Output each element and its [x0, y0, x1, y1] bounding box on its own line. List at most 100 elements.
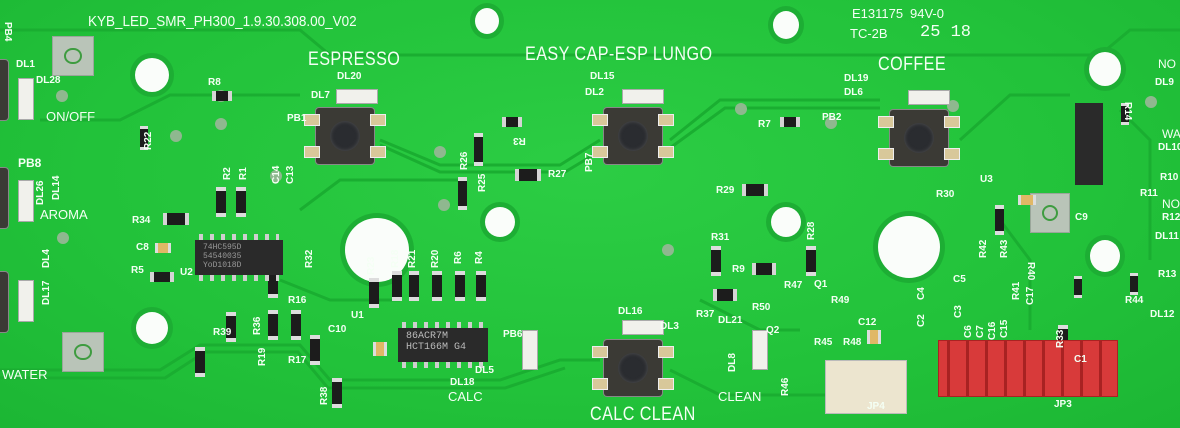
led-dl1: [18, 78, 34, 120]
ref-dl5: DL5: [475, 365, 494, 376]
ref-u3: U3: [980, 174, 993, 185]
capacitor-c12: [867, 330, 881, 344]
ref-r33: R33: [1055, 329, 1066, 348]
ref-q1: Q1: [814, 279, 828, 290]
push-button-water[interactable]: [0, 272, 8, 332]
resistor-r7: [780, 117, 800, 127]
led-dl7: [336, 89, 378, 104]
led-dl3: [622, 320, 664, 335]
ref-r45: R45: [814, 337, 833, 348]
ref-dl14: DL14: [51, 175, 62, 200]
ref-r43: R43: [999, 239, 1010, 258]
resistor-r21: [409, 271, 419, 301]
resistor-r4: [476, 271, 486, 301]
resistor-r16: [291, 310, 301, 340]
resistor-r29: [742, 184, 768, 196]
connector-jp3[interactable]: [938, 340, 1118, 397]
ref-r47: R47: [784, 280, 803, 291]
connector-jp4[interactable]: [825, 360, 907, 414]
push-button-pb8[interactable]: [0, 168, 8, 228]
resistor-r17: [310, 335, 320, 365]
push-button-pb4[interactable]: [0, 60, 8, 120]
led-dl8: [752, 330, 768, 370]
led-dl26: [18, 180, 34, 222]
ref-r40: R40: [1025, 262, 1036, 281]
via: [57, 232, 69, 244]
ref-r50: R50: [752, 302, 771, 313]
ref-r25: R25: [477, 173, 488, 192]
label-espresso: ESPRESSO: [308, 49, 401, 70]
via: [270, 170, 282, 182]
ref-r49: R49: [831, 295, 850, 306]
ref-dl11: DL11: [1155, 231, 1179, 242]
push-button-pb7[interactable]: [592, 108, 674, 164]
ref-dl3: DL3: [660, 321, 679, 332]
mounting-hole: [773, 11, 799, 39]
ref-r32: R32: [304, 249, 315, 268]
ref-c7: C7: [975, 325, 986, 338]
ref-r6: R6: [453, 251, 464, 264]
test-pad: [1030, 193, 1070, 233]
mounting-hole: [1089, 52, 1121, 86]
ref-c4: C4: [916, 287, 927, 300]
ref-r23: R23: [366, 256, 377, 275]
ref-c12: C12: [858, 317, 877, 328]
led-dl5: [522, 330, 538, 370]
resistor-r18: [392, 271, 402, 301]
label-coffee: COFFEE: [878, 54, 947, 75]
resistor-r25: [458, 177, 467, 210]
ref-r14: R14: [1122, 102, 1133, 121]
ref-r9: R9: [732, 264, 745, 275]
via: [1145, 96, 1157, 108]
test-pad: [52, 36, 94, 76]
push-button-pb2[interactable]: [878, 110, 960, 166]
chip-marking: 54540035: [203, 252, 242, 261]
mounting-hole: [485, 207, 515, 237]
ref-dl8: DL8: [727, 353, 738, 372]
ref-r7: R7: [758, 119, 771, 130]
resistor-r36: [268, 310, 278, 340]
ref-dl28: DL28: [36, 75, 61, 86]
ref-r4: R4: [474, 251, 485, 264]
via: [434, 146, 446, 158]
resistor-r40: [1074, 276, 1082, 298]
light-pipe-hole: [878, 216, 940, 278]
ref-r29: R29: [716, 185, 735, 196]
ref-r20: R20: [430, 249, 441, 268]
push-button-pb1[interactable]: [304, 108, 386, 164]
ref-r2: R2: [222, 167, 233, 180]
ic-u3: [1075, 103, 1103, 185]
ref-dl1: DL1: [16, 59, 35, 70]
ref-r41: R41: [1011, 281, 1022, 300]
ref-r42: R42: [978, 239, 989, 258]
ref-r27: R27: [548, 169, 567, 180]
led-dl6: [908, 90, 950, 105]
ref-r36: R36: [252, 316, 263, 335]
laminate-code: TC-2B: [850, 26, 888, 41]
ref-r26: R26: [459, 151, 470, 170]
ref-dl21: DL21: [718, 315, 743, 326]
resistor-r37-area: [713, 289, 737, 301]
ref-c3: C3: [953, 305, 964, 318]
ref-c13: C13: [285, 165, 296, 184]
ref-r46: R46: [780, 377, 791, 396]
resistor-r6: [455, 271, 465, 301]
resistor-r8: [212, 91, 232, 101]
ref-jp3: JP3: [1054, 399, 1072, 410]
label-calc-clean: CALC CLEAN: [590, 404, 696, 425]
mounting-hole: [136, 312, 168, 344]
via: [56, 90, 68, 102]
ref-r3: R3: [513, 135, 526, 146]
resistor-r31: [711, 246, 721, 276]
ref-c8: C8: [136, 242, 149, 253]
led-dl17: [18, 280, 34, 322]
mounting-hole: [1090, 240, 1120, 272]
ref-dl26: DL26: [35, 180, 46, 205]
push-button-pb6[interactable]: [592, 340, 674, 396]
led-dl2: [622, 89, 664, 104]
resistor-r9: [752, 263, 776, 275]
test-pad: [62, 332, 104, 372]
label-calc: CALC: [448, 389, 483, 404]
ref-r18: R18: [390, 249, 401, 268]
ref-r44: R44: [1125, 295, 1144, 306]
